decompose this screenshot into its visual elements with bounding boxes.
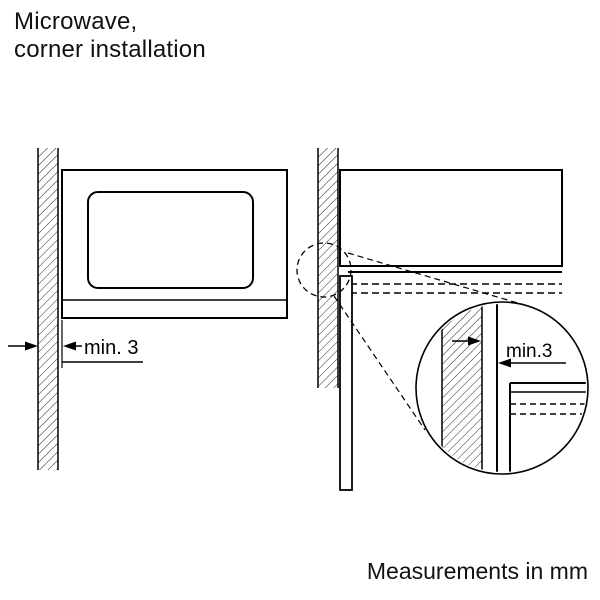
detail-gap-label: min.3 [506,341,552,362]
dimension-min3-detail: min.3 [452,336,566,368]
microwave-front [61,169,288,319]
wall-hatch-side [317,148,339,388]
measurements-note: Measurements in mm [366,558,588,584]
side-view [296,148,563,491]
detail-content [441,304,586,472]
arrow-left-icon [63,341,76,351]
microwave-side [339,169,563,294]
detail-source-circle [296,242,352,298]
arrow-left-icon [498,358,511,368]
page-title-line1: Microwave, [14,8,138,35]
cabinet-panel-side [339,275,353,491]
front-gap-label: min. 3 [84,337,138,359]
microwave-door-window [87,191,254,289]
detail-leader-line-top [347,252,529,307]
page-title-line2: corner installation [14,36,206,63]
detail-view: min.3 [415,301,589,475]
arrow-right-icon [468,336,481,346]
wall-hatch-front [37,148,59,470]
dimension-min3-front: min. 3 [8,320,143,368]
wall-hatch-detail [442,304,482,472]
page-title: Microwave, corner installation [14,8,206,64]
front-view: min. 3 [8,148,288,470]
arrow-right-icon [25,341,38,351]
detail-leader-line-bottom [333,295,426,431]
